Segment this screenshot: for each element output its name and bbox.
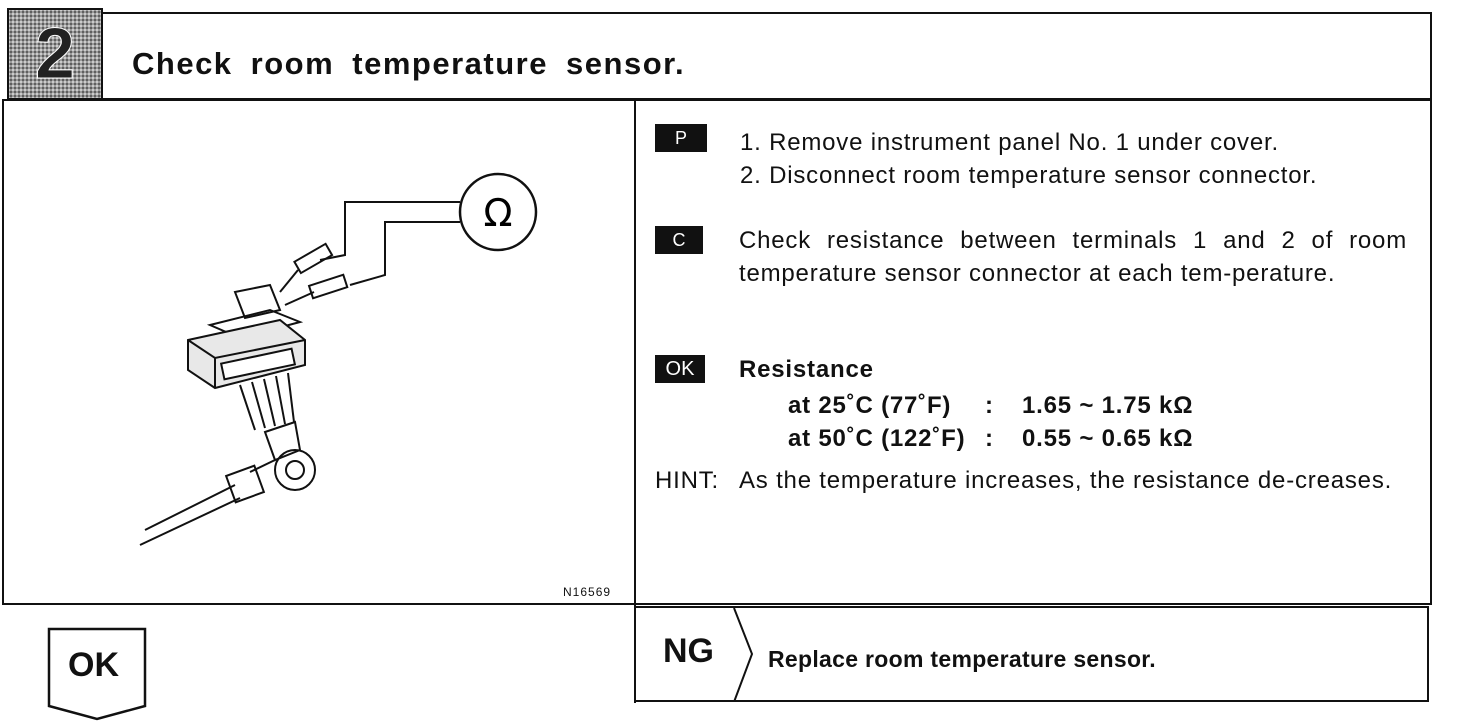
step-number: 2 [34,14,76,95]
spec-row-2-condition: at 50˚C (122˚F) [788,425,966,452]
ng-action-text: Replace room temperature sensor. [768,646,1156,672]
prep-item-1: 1. Remove instrument panel No. 1 under c… [740,129,1279,156]
figure-code: N16569 [563,585,612,599]
ok-result-box [47,627,147,721]
main-panel [2,99,1432,605]
chevron-right-icon [733,608,754,702]
spec-row-1-sep: : [985,392,994,419]
spec-row-2-value: 0.55 ~ 0.65 kΩ [1022,425,1194,452]
ok-result-label: OK [68,646,119,684]
sensor-connector-illustration: Ω [139,172,538,546]
check-badge: C [655,226,703,254]
resistance-heading: Resistance [739,356,874,383]
spec-row-1-value: 1.65 ~ 1.75 kΩ [1022,392,1194,419]
ng-box-top [634,606,1429,608]
prep-badge: P [655,124,707,152]
ohmmeter-icon [458,172,538,252]
spec-row-1-condition: at 25˚C (77˚F) [788,392,952,419]
ok-badge: OK [655,355,705,383]
step-number-box: 2 [7,8,103,100]
prep-item-2: 2. Disconnect room temperature sensor co… [740,162,1318,189]
check-text: Check resistance between terminals 1 and… [739,227,1407,287]
hint-label: HINT: [655,467,719,494]
title-bar: Check room temperature sensor. [102,12,1432,100]
step-title: Check room temperature sensor. [132,46,686,81]
ng-result-box [634,608,1429,702]
ng-label: NG [663,632,714,670]
hint-text: As the temperature increases, the resist… [739,467,1393,494]
spec-row-2-sep: : [985,425,994,452]
ohm-symbol: Ω [483,191,512,235]
column-divider [634,99,636,703]
